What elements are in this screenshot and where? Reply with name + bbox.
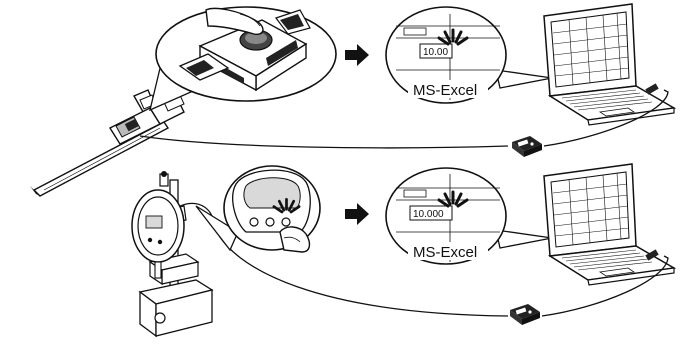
digital-indicator: [131, 171, 215, 279]
laptop-icon: [543, 163, 675, 286]
usb-cable: [543, 89, 669, 147]
indicator-button-callout: [195, 165, 321, 253]
indicator-reading-value: 10.000: [413, 209, 444, 220]
caliper-reading-value: 10.00: [423, 47, 448, 58]
caliper-panel: 10.00 MS-Excel: [30, 3, 675, 197]
connector-callout: [149, 6, 337, 112]
dial-indicator-panel: 10.000 MS-Excel: [131, 163, 675, 338]
finger-icon: [205, 7, 264, 36]
arrow-right-icon: [345, 44, 369, 66]
caliper-cable: [139, 135, 509, 149]
caliper-app-label: MS-Excel: [413, 82, 477, 99]
usb-input-tool-icon: [512, 136, 542, 157]
arrow-right-icon: [345, 203, 369, 225]
laptop-icon: [543, 3, 675, 126]
usb-cable: [541, 255, 669, 317]
finger-icon: [279, 226, 311, 253]
indicator-app-label: MS-Excel: [413, 244, 477, 261]
usb-input-tool-icon: [510, 304, 540, 325]
spreadsheet-callout: 10.000 MS-Excel: [385, 167, 553, 265]
spreadsheet-callout: 10.00 MS-Excel: [385, 6, 553, 104]
